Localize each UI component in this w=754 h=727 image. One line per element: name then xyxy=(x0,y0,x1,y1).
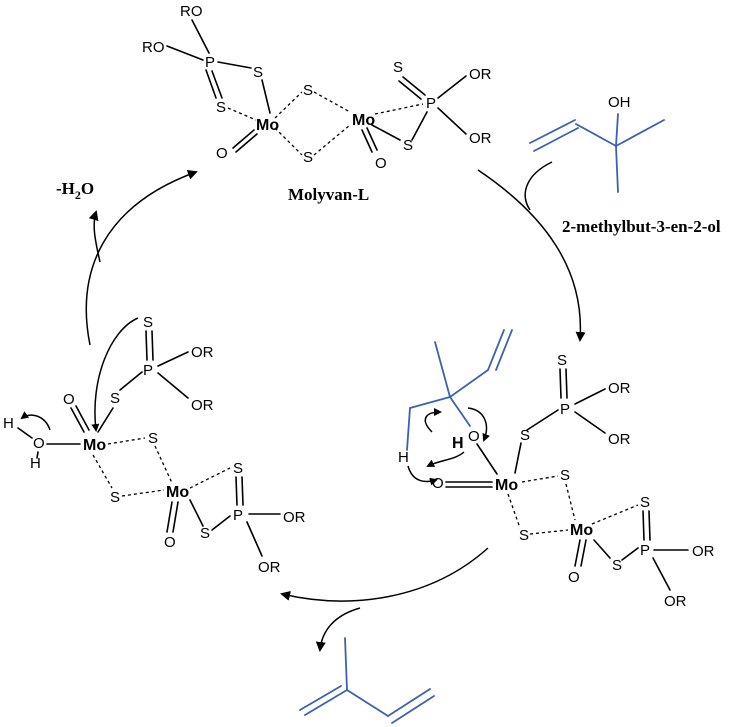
atom-ro-1: RO xyxy=(180,3,203,20)
substrate-structure: OH xyxy=(529,94,665,193)
water-loss-subscript: 2 xyxy=(75,188,81,202)
bound-mo-2: Mo xyxy=(570,522,593,539)
bound-or-4: OR xyxy=(664,593,687,610)
water-complex-structure: S P OR OR S O H O H Mo S S Mo S P S O OR… xyxy=(3,314,306,576)
bound-o-2: O xyxy=(568,569,580,586)
bound-s-bridge-1: S xyxy=(560,467,570,484)
atom-mo-1: Mo xyxy=(256,117,279,134)
bound-complex-structure: H H O O Mo S S S S P OR OR Mo O S S P OR… xyxy=(398,329,715,610)
catalyst-name-label: Molyvan-L xyxy=(288,185,369,204)
left-or-3: OR xyxy=(283,509,306,526)
water-loss-label: -H2O xyxy=(56,179,94,202)
bound-mo-1: Mo xyxy=(495,477,518,494)
atom-or-2: OR xyxy=(469,130,492,147)
atom-s-1: S xyxy=(253,64,263,81)
atom-mo-2: Mo xyxy=(352,112,375,129)
bound-o-oxo: O xyxy=(432,475,444,492)
left-s-bridge-1: S xyxy=(148,430,158,447)
bound-or-2: OR xyxy=(608,431,631,448)
left-mo-1: Mo xyxy=(83,437,106,454)
bound-s-2: S xyxy=(557,352,567,369)
water-loss-suffix: O xyxy=(81,179,94,198)
left-p-2: P xyxy=(233,507,243,524)
left-h-2: H xyxy=(30,455,41,472)
left-s-2: S xyxy=(110,390,120,407)
bound-or-3: OR xyxy=(692,543,715,560)
atom-s-bridge-1: S xyxy=(303,82,313,99)
left-o-water: O xyxy=(33,435,45,452)
left-h-1: H xyxy=(3,415,14,432)
left-or-1: OR xyxy=(191,344,214,361)
bound-o-hydroxyl: O xyxy=(468,428,480,445)
bound-p-1: P xyxy=(560,401,570,418)
left-or-4: OR xyxy=(258,559,281,576)
atom-or-1: OR xyxy=(469,66,492,83)
isoprene-product-structure xyxy=(299,637,435,724)
left-s-4: S xyxy=(200,525,210,542)
bound-h-1: H xyxy=(398,449,409,466)
bound-s-bridge-2: S xyxy=(519,527,529,544)
bound-or-1: OR xyxy=(608,380,631,397)
svg-text:-H2O: -H2O xyxy=(56,179,94,202)
atom-o-1: O xyxy=(216,145,228,162)
bound-p-2: P xyxy=(640,542,650,559)
atom-s-2: S xyxy=(216,99,226,116)
left-s-3: S xyxy=(233,460,243,477)
left-p-1: P xyxy=(143,362,153,379)
atom-p-1: P xyxy=(205,54,215,71)
substrate-oh-label: OH xyxy=(608,94,631,111)
substrate-name-label: 2-methylbut-3-en-2-ol xyxy=(562,217,721,236)
atom-s-bridge-2: S xyxy=(303,149,313,166)
left-mo-2: Mo xyxy=(166,484,189,501)
atom-ro-2: RO xyxy=(142,39,165,56)
left-s-bridge-2: S xyxy=(110,489,120,506)
left-or-2: OR xyxy=(191,397,214,414)
atom-p-2: P xyxy=(426,95,436,112)
cycle-arrows xyxy=(85,161,586,652)
left-o-oxo: O xyxy=(63,391,75,408)
atom-s-3: S xyxy=(403,137,413,154)
bound-s-1: S xyxy=(520,427,530,444)
left-s-1: S xyxy=(143,314,153,331)
left-o-2: O xyxy=(164,534,176,551)
water-loss-prefix: -H xyxy=(56,179,75,198)
molyvan-l-structure: RO RO P S S S S Mo Mo O O S S P OR OR xyxy=(142,3,492,172)
atom-s-4: S xyxy=(393,59,403,76)
atom-o-2: O xyxy=(375,155,387,172)
bound-s-3: S xyxy=(612,557,622,574)
bound-h-2: H xyxy=(452,435,464,452)
bound-s-4: S xyxy=(640,494,650,511)
